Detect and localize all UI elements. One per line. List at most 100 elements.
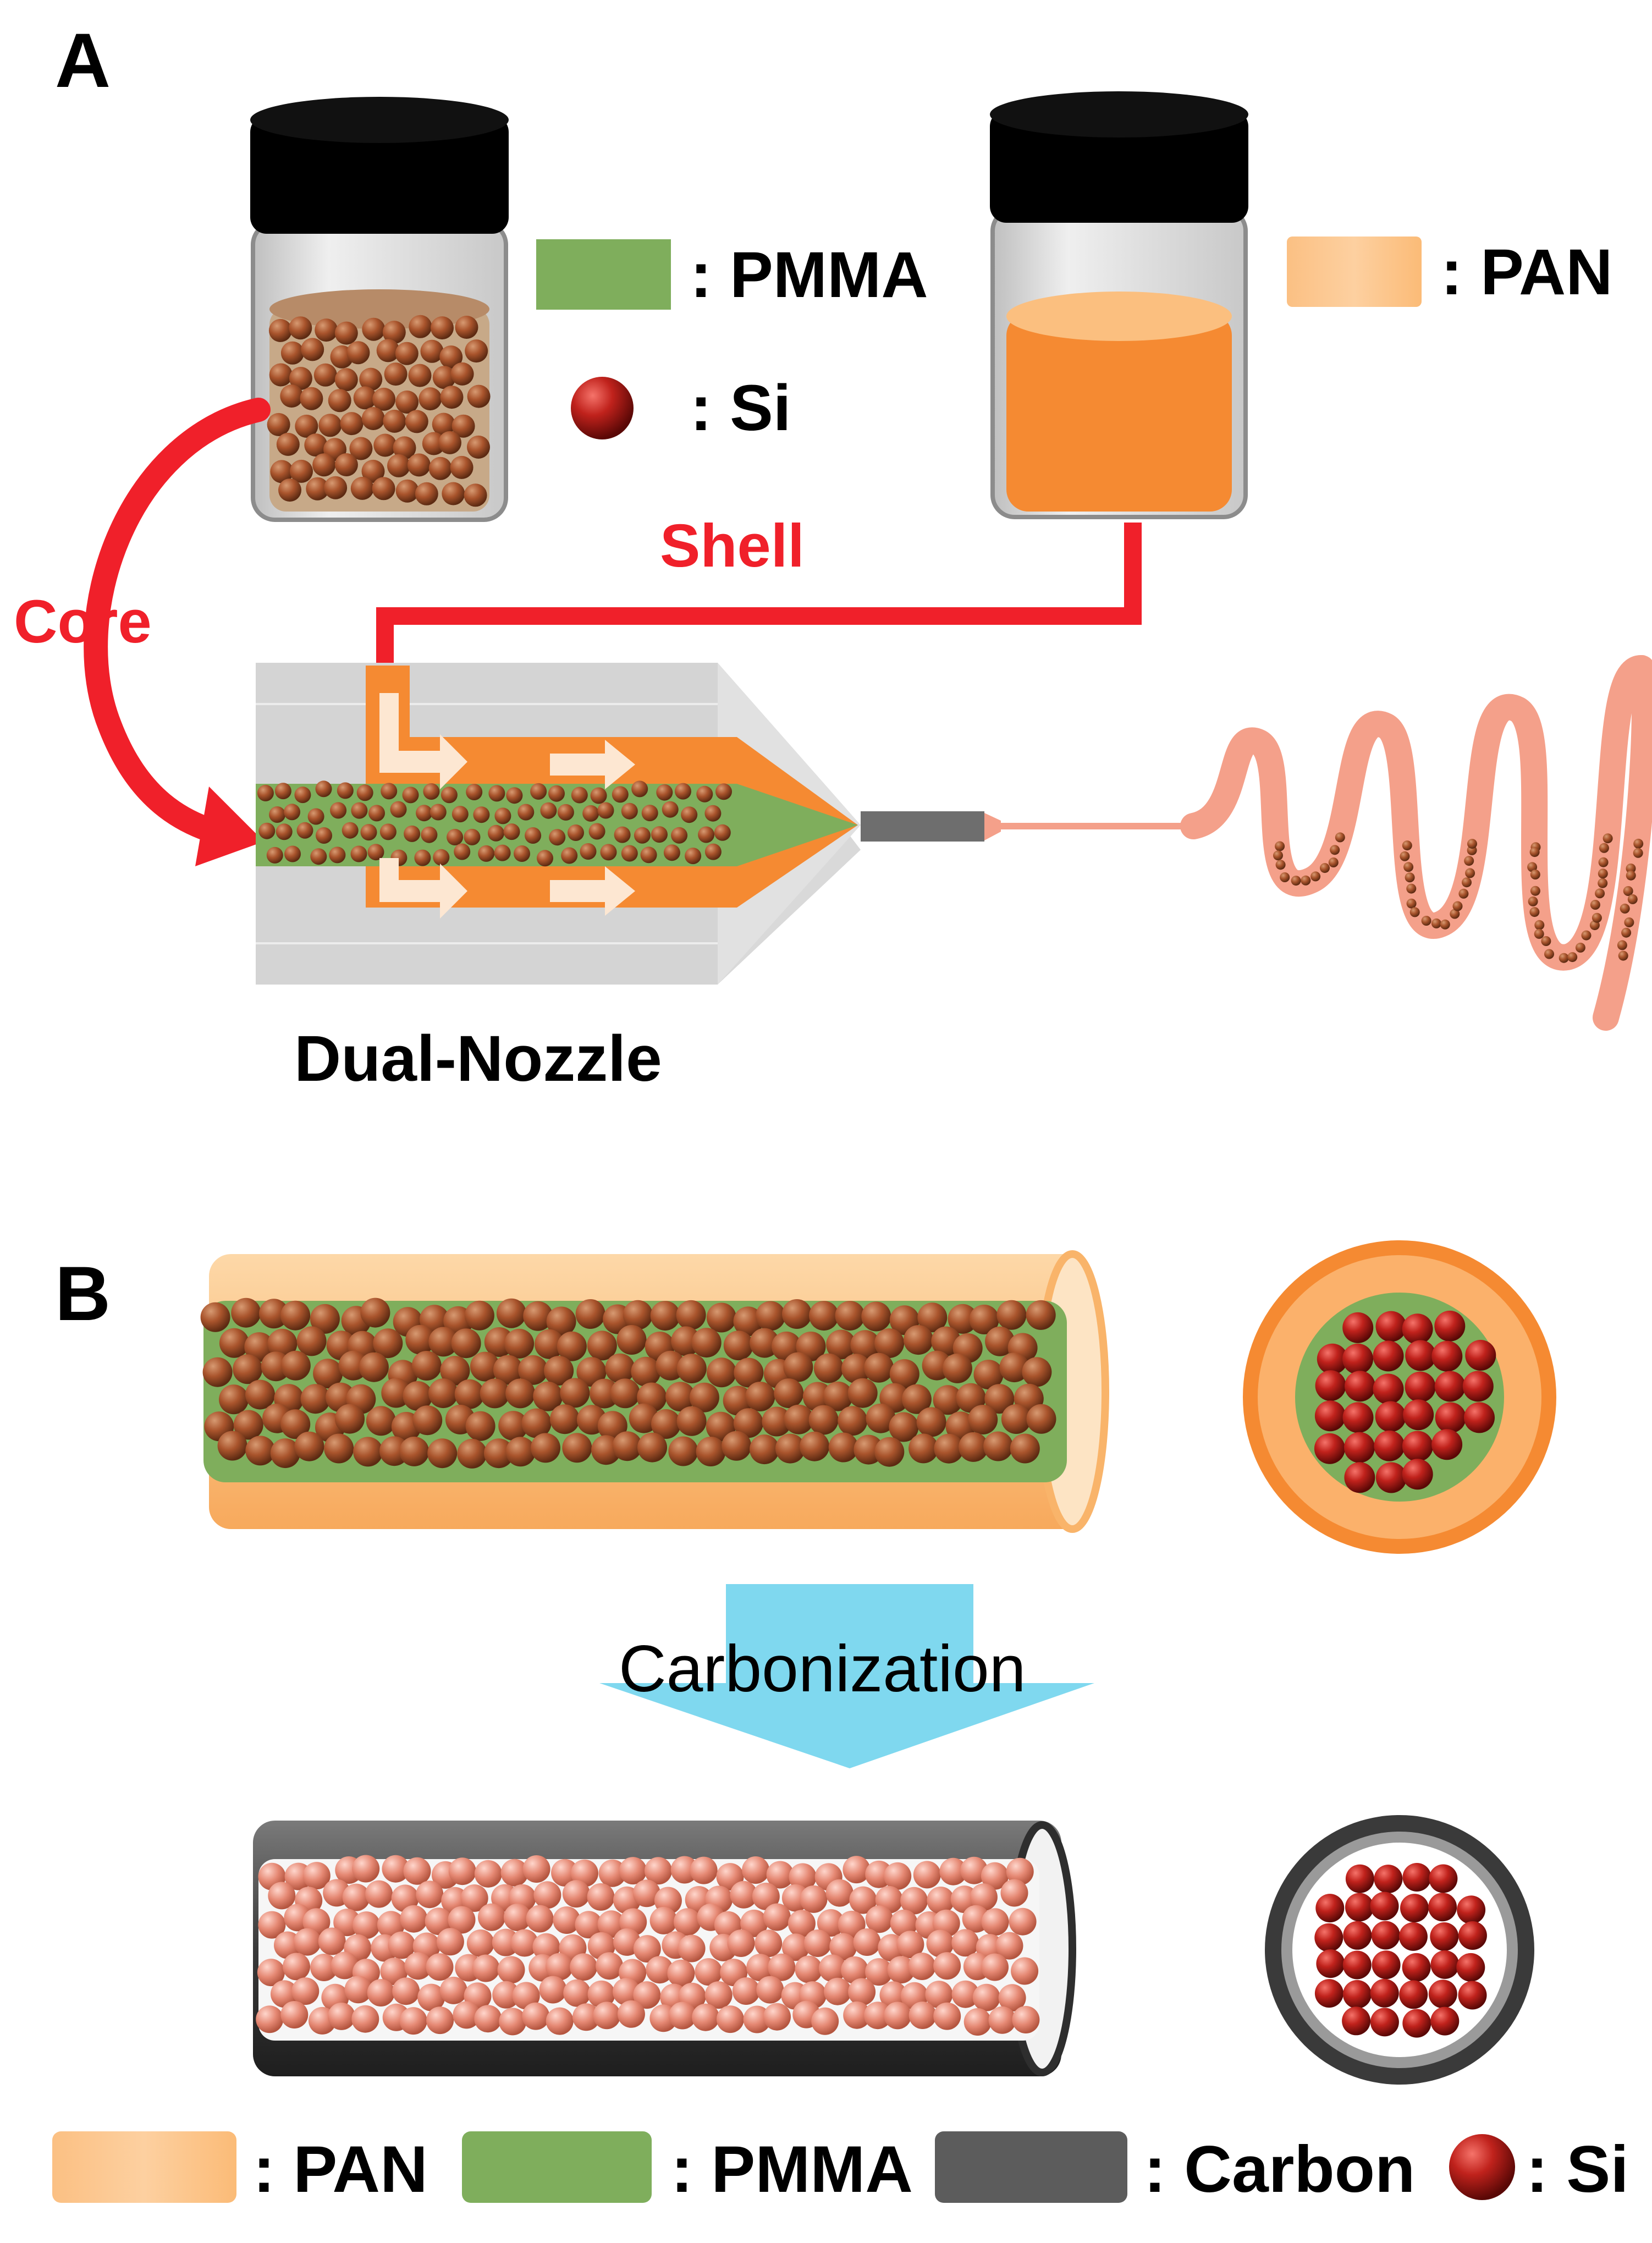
si-particle bbox=[411, 1351, 442, 1381]
si-particle bbox=[395, 391, 419, 414]
si-particle bbox=[505, 1437, 536, 1467]
si-particle bbox=[334, 368, 358, 392]
si-particle bbox=[1405, 1371, 1436, 1403]
si-particle bbox=[417, 1983, 445, 2011]
si-particle bbox=[775, 1433, 805, 1464]
si-particle bbox=[366, 1406, 396, 1436]
panel-b-label: B bbox=[55, 1250, 111, 1337]
si-particle bbox=[383, 409, 406, 433]
vial-cap bbox=[250, 116, 509, 234]
si-particle bbox=[742, 1856, 770, 1884]
si-particle bbox=[853, 1928, 881, 1956]
si-particle bbox=[1458, 1921, 1487, 1950]
si-particle bbox=[900, 1887, 928, 1915]
si-legend-icon bbox=[571, 377, 634, 439]
si-particle bbox=[1314, 1433, 1345, 1464]
si-particle bbox=[467, 435, 490, 459]
si-particle bbox=[460, 1884, 488, 1912]
si-particle bbox=[546, 1953, 573, 1981]
si-particle bbox=[399, 1436, 429, 1466]
pmma-legend-swatch-b bbox=[462, 2131, 652, 2203]
si-particle bbox=[256, 2005, 284, 2033]
si-particle bbox=[1315, 1894, 1345, 1923]
si-particle bbox=[641, 805, 658, 822]
si-particle bbox=[917, 1302, 948, 1333]
si-particle bbox=[351, 802, 368, 819]
si-particle bbox=[328, 389, 351, 413]
si-particle bbox=[1527, 862, 1538, 872]
si-particle bbox=[532, 1933, 560, 1961]
si-particle bbox=[257, 784, 274, 801]
si-particle bbox=[439, 345, 463, 369]
si-particle bbox=[416, 1881, 444, 1909]
si-particle bbox=[704, 805, 722, 822]
si-particle bbox=[732, 1977, 760, 2005]
si-particle bbox=[259, 1299, 289, 1329]
si-particle bbox=[908, 2002, 937, 2029]
si-particle bbox=[506, 787, 523, 804]
si-particle bbox=[500, 1859, 528, 1887]
si-particle bbox=[916, 1407, 946, 1437]
si-particle bbox=[522, 2002, 550, 2030]
si-particle bbox=[1403, 862, 1414, 872]
si-particle bbox=[600, 844, 617, 861]
si-particle bbox=[365, 1880, 393, 1908]
si-particle bbox=[1317, 1343, 1348, 1375]
si-particle bbox=[367, 844, 384, 861]
si-particle bbox=[503, 1904, 531, 1931]
si-particle bbox=[1001, 1404, 1031, 1434]
si-particle bbox=[746, 1954, 774, 1982]
si-particle bbox=[582, 805, 599, 822]
si-particle bbox=[425, 1907, 453, 1936]
si-particle bbox=[372, 387, 396, 411]
si-particle bbox=[612, 1431, 642, 1461]
si-particle bbox=[995, 1932, 1023, 1960]
si-particle bbox=[1409, 907, 1420, 917]
si-particle bbox=[1590, 900, 1600, 910]
si-particle bbox=[904, 1325, 933, 1355]
si-particle bbox=[1399, 1980, 1428, 2009]
si-particle bbox=[1275, 860, 1286, 870]
si-particle bbox=[367, 1979, 395, 2006]
si-particle bbox=[633, 1935, 661, 1963]
si-particle bbox=[572, 2003, 600, 2031]
si-particle bbox=[1598, 857, 1609, 867]
si-particle bbox=[1342, 1312, 1374, 1343]
si-particle bbox=[269, 363, 293, 387]
si-particle bbox=[1374, 1865, 1403, 1894]
si-particle bbox=[587, 1331, 617, 1361]
si-particle bbox=[616, 1325, 647, 1355]
si-particle bbox=[723, 1386, 753, 1416]
si-particle bbox=[1406, 883, 1417, 894]
si-particle bbox=[403, 1381, 433, 1411]
si-particle bbox=[473, 806, 490, 823]
si-particle bbox=[1599, 843, 1609, 853]
panel-a-label: A bbox=[55, 17, 111, 103]
si-particle bbox=[284, 804, 300, 821]
si-particle bbox=[448, 1857, 476, 1885]
shell-feed-arrow bbox=[376, 523, 1142, 677]
si-particle bbox=[706, 1302, 736, 1333]
si-particle bbox=[562, 1433, 592, 1463]
si-particle bbox=[841, 1354, 871, 1384]
si-particle bbox=[707, 1357, 737, 1388]
si-particle bbox=[432, 413, 455, 436]
si-particle bbox=[1291, 876, 1301, 886]
si-particle bbox=[1595, 888, 1605, 899]
si-particle bbox=[597, 802, 614, 819]
si-particle bbox=[576, 1357, 607, 1387]
si-particle bbox=[865, 1905, 893, 1933]
si-particle bbox=[342, 1883, 370, 1911]
si-particle bbox=[984, 1384, 1015, 1414]
si-particle bbox=[488, 824, 504, 842]
si-particle bbox=[307, 808, 324, 825]
si-particle bbox=[1375, 1311, 1407, 1342]
si-particle bbox=[575, 1911, 603, 1939]
si-particle bbox=[442, 482, 465, 505]
si-particle bbox=[510, 1929, 538, 1957]
si-particle bbox=[546, 1306, 576, 1337]
si-particle bbox=[849, 1886, 877, 1914]
si-particle bbox=[848, 1978, 876, 2006]
si-particle bbox=[557, 1331, 587, 1361]
si-particle bbox=[1633, 848, 1643, 858]
